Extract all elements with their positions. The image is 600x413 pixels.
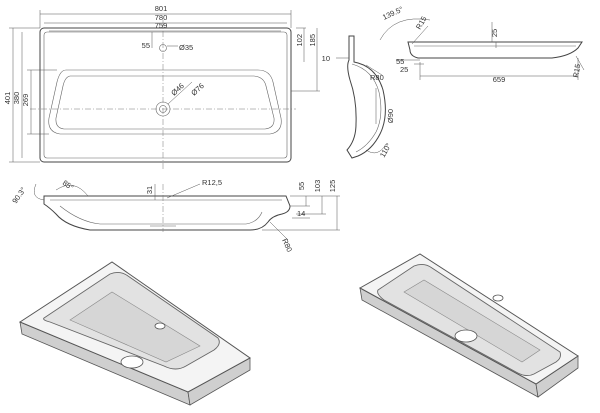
dim-tap-offset: 55 [142, 41, 150, 50]
sink-drain [120, 355, 144, 369]
bowl-inner-outline [55, 75, 275, 130]
dim-drain-inner: Ø46 [169, 81, 186, 97]
dim-top-radius-right: R15 [571, 63, 582, 78]
dim-top-radius-left: R15 [414, 15, 429, 31]
front-profile [43, 195, 291, 231]
dim-front-angle-right: 85° [61, 178, 75, 192]
side-profile-inner [351, 63, 382, 153]
dim-bowl-depth: 269 [21, 94, 30, 107]
dim-front-height-1: 55 [297, 182, 306, 190]
side-section: 10 R80 Ø90 110° [322, 35, 395, 159]
basin-outline [39, 27, 292, 163]
dim-top-right-offset: 25 [400, 65, 408, 74]
dim-top-left-offset: 55 [396, 57, 404, 66]
front-bowl-line [59, 205, 263, 225]
dim-front-height-2: 103 [313, 180, 322, 193]
top-view: 801 780 759 55 Ø35 Ø46 Ø76 401 380 269 1… [3, 4, 320, 170]
sink-bowl-floor [403, 279, 541, 363]
dim-side-curve-radius: R80 [370, 73, 384, 82]
dim-side-lip: 10 [322, 54, 330, 63]
dim-top-height: 25 [490, 29, 499, 37]
sink-bowl-floor [69, 291, 201, 363]
dim-side-angle: 110° [378, 142, 393, 159]
sink-tap-hole [154, 322, 166, 330]
dim-inner-width: 780 [155, 13, 168, 22]
top-section: 139.5° R15 25 55 25 659 R15 [379, 4, 585, 84]
isometric-sink-right [358, 253, 579, 398]
dim-right-depth-total: 185 [308, 34, 317, 47]
sink-tap-hole [492, 294, 504, 302]
top-section-profile [407, 41, 583, 59]
dim-drain-outer: Ø76 [189, 81, 206, 97]
dim-front-height-3: 125 [328, 180, 337, 193]
front-section: 90.3° 85° 31 R12,5 55 103 125 14 R80 [10, 178, 340, 253]
dim-inner-depth: 380 [12, 92, 21, 105]
dim-front-radius-bottom: R80 [280, 237, 294, 253]
dim-overall-width: 801 [155, 4, 168, 13]
dim-front-radius-top: R12,5 [202, 178, 222, 187]
bowl-outline [48, 69, 282, 135]
side-profile [346, 35, 386, 159]
dim-overall-depth: 401 [3, 92, 12, 105]
dim-top-angle: 139.5° [381, 4, 405, 21]
dim-bowl-width: 759 [155, 21, 168, 30]
sink-drain [454, 329, 478, 343]
dim-tap-hole-diameter: Ø35 [179, 43, 193, 52]
dim-right-depth-top: 102 [295, 34, 304, 47]
basin-rim [43, 31, 288, 159]
dim-front-depth: 31 [145, 186, 154, 194]
isometric-sink-left [18, 261, 251, 406]
dim-front-lip: 14 [297, 209, 305, 218]
dim-front-angle-left: 90.3° [10, 186, 27, 206]
dim-top-length: 659 [493, 75, 506, 84]
dim-side-drain-diameter: Ø90 [386, 109, 395, 123]
